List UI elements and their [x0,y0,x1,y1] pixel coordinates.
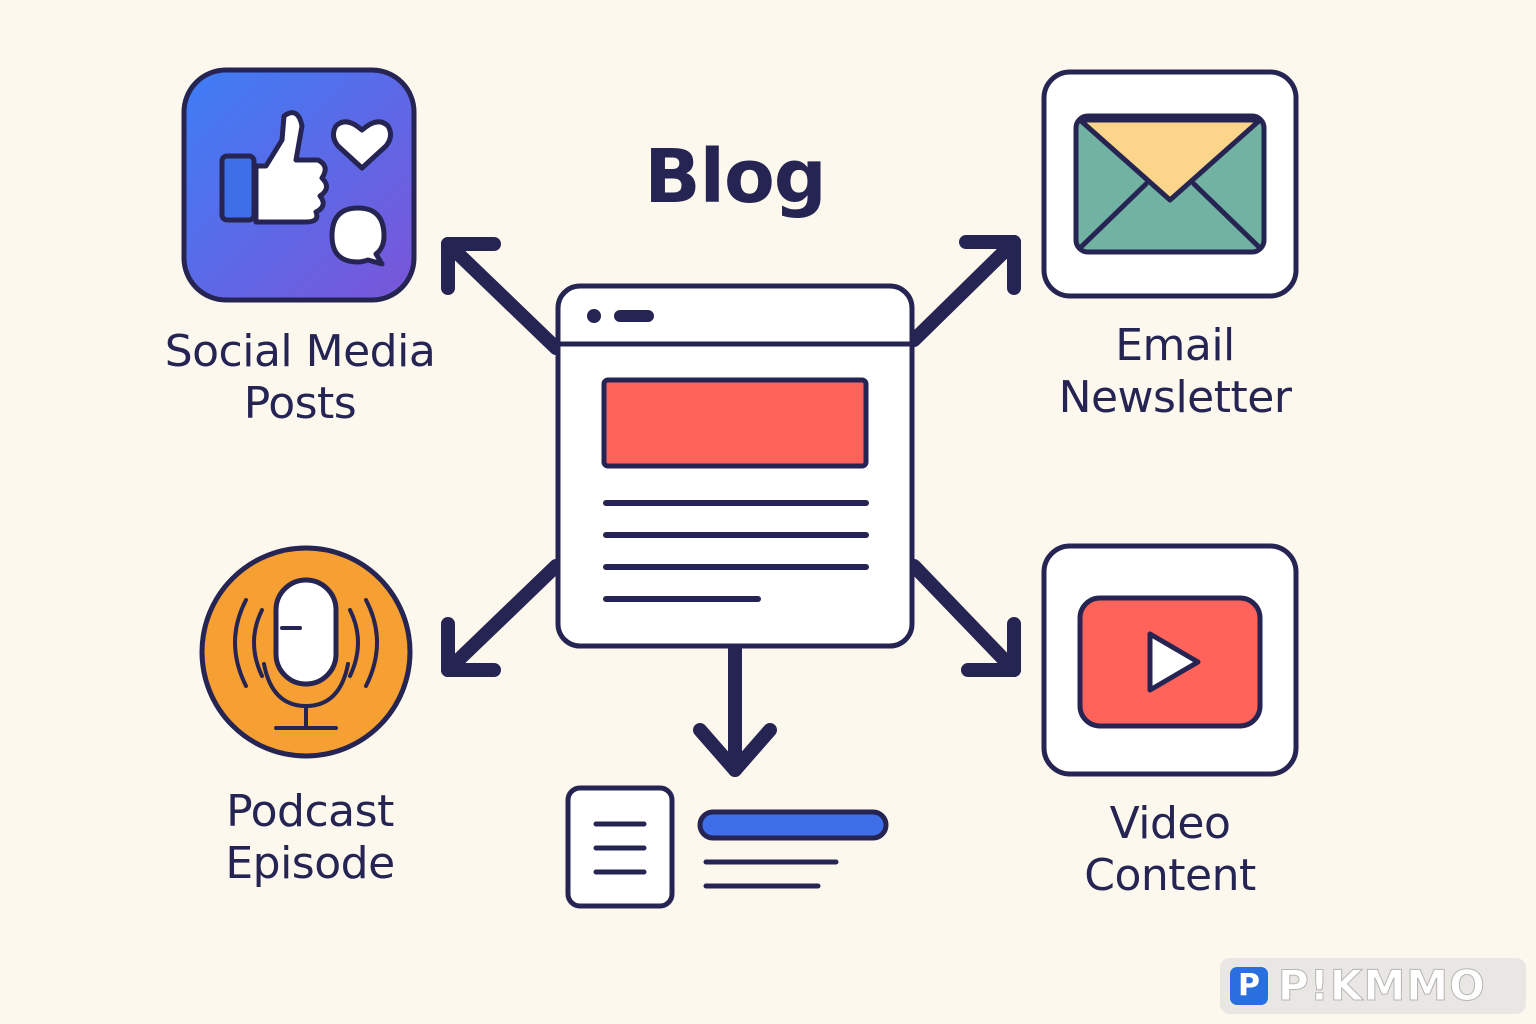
arrow-to-article [693,641,777,777]
envelope-icon [1041,69,1299,299]
email-label-line-2: Newsletter [1058,372,1292,423]
podcast-label-line-2: Episode [225,838,395,889]
email-label-line-1: Email [1115,320,1235,371]
video-label-line-2: Content [1084,850,1256,901]
social-media-label-line-1: Social Media [164,326,436,377]
email-newsletter-label: Email Newsletter [1030,320,1320,424]
podcast-label-line-1: Podcast [226,786,394,837]
arrow-to-social [441,237,563,355]
social-media-label: Social Media Posts [140,326,460,430]
video-label-line-1: Video [1109,798,1231,849]
watermark-badge: P [1230,967,1268,1005]
watermark-logo: P P!KMMO [1220,958,1526,1014]
play-button-icon [1041,543,1299,777]
arrow-to-email [907,235,1021,347]
video-content-label: Video Content [1040,798,1300,902]
arrow-to-podcast [441,559,563,677]
article-text-lines [697,809,889,889]
podcast-episode-label: Podcast Episode [180,786,440,890]
arrow-to-video [907,559,1021,677]
thumbs-up-heart-chat-icon [181,67,417,303]
blog-title: Blog [644,134,827,220]
social-media-label-line-2: Posts [243,378,357,429]
watermark-text: P!KMMO [1278,961,1486,1011]
document-icon [565,785,675,909]
connector-arrows [441,235,1021,777]
blog-page-icon [555,283,915,649]
microphone-icon [199,545,413,759]
